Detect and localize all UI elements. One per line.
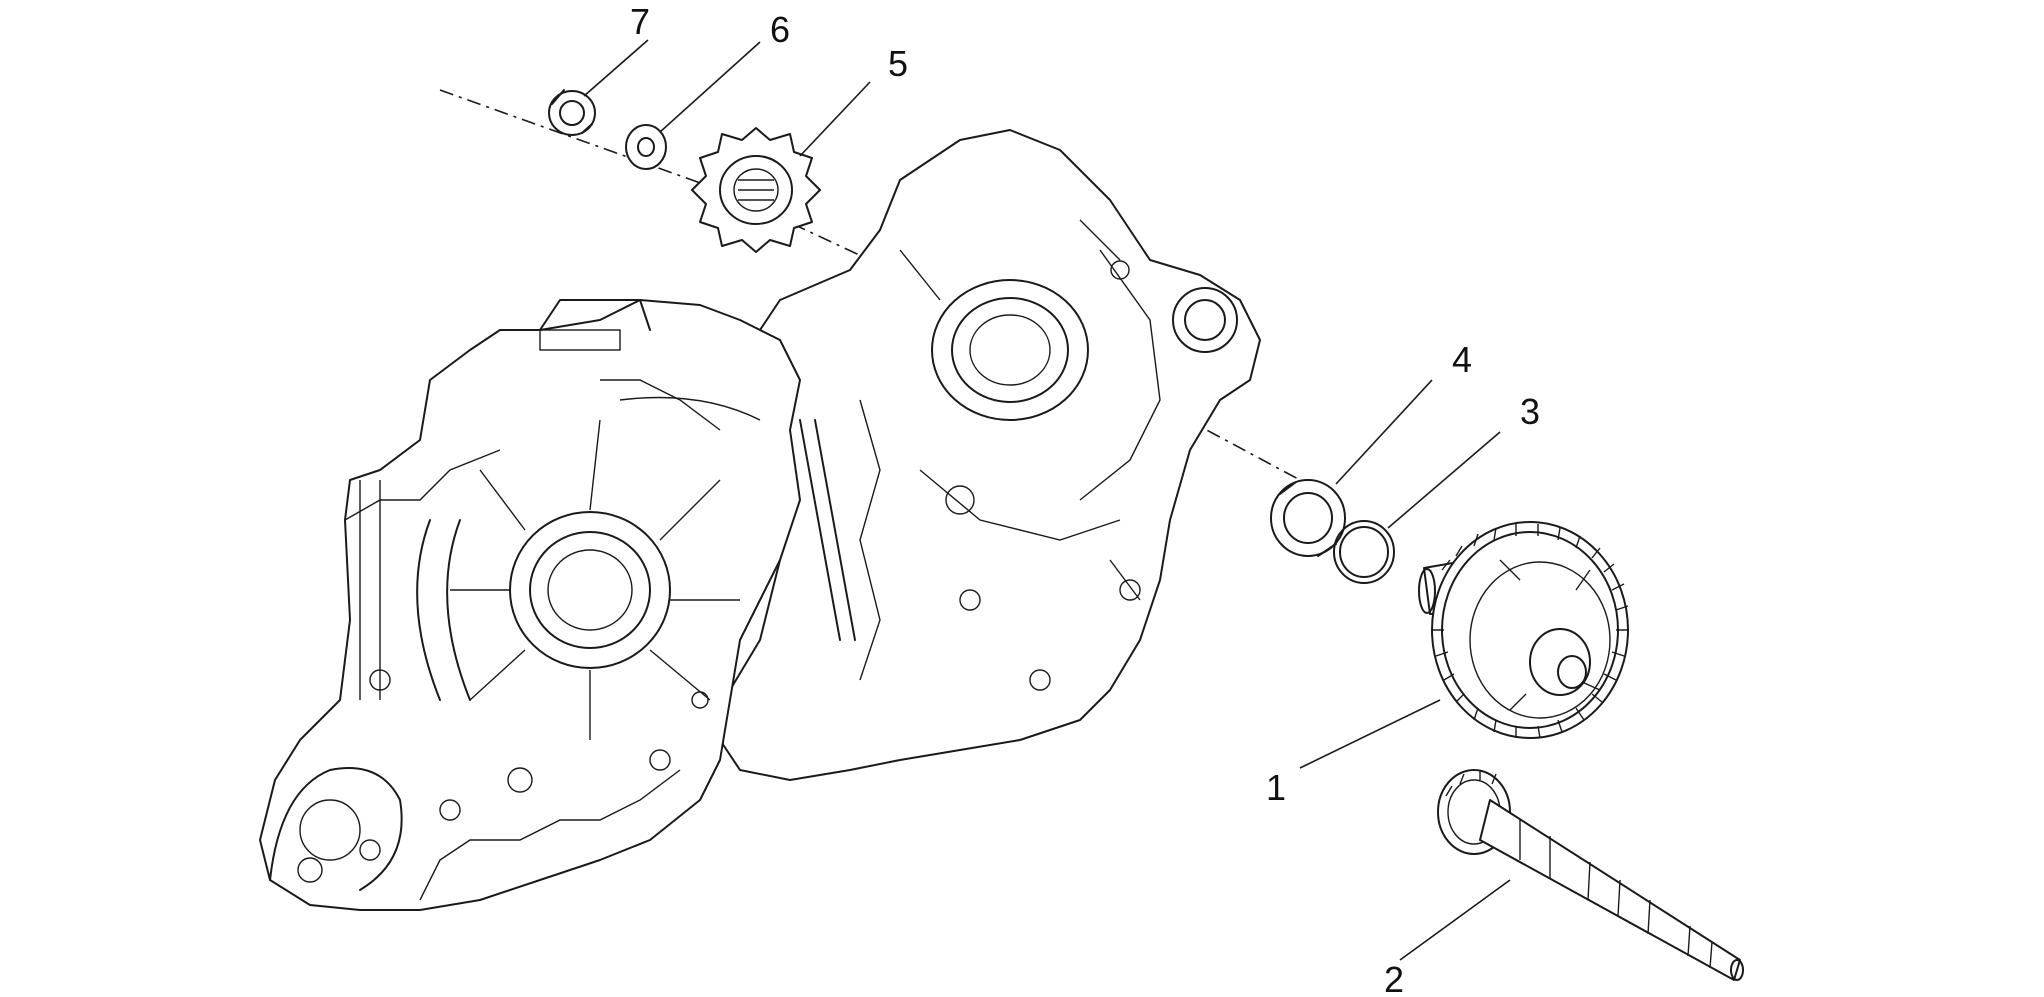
- leader-3: [1387, 431, 1501, 529]
- callout-labels: 7 6 5 4 3 1 2: [630, 1, 1540, 997]
- leader-2: [1399, 879, 1511, 961]
- callout-1: 1: [1266, 767, 1286, 808]
- callout-7: 7: [630, 1, 650, 42]
- part-6-washer: [625, 124, 667, 170]
- leader-4: [1335, 379, 1433, 485]
- part-5-sprocket: [691, 127, 821, 253]
- leader-5: [799, 81, 871, 157]
- part-4-oil-seal: [1270, 479, 1346, 557]
- leader-1: [1299, 699, 1441, 769]
- part-3-o-ring: [1333, 520, 1395, 584]
- leader-7: [583, 39, 649, 97]
- leader-lines: [583, 39, 1511, 961]
- callout-2: 2: [1384, 959, 1404, 997]
- part-1-driven-gear: [1418, 521, 1629, 739]
- part-2-primary-shaft: [1437, 769, 1744, 981]
- crankcase-housing: [259, 129, 1261, 911]
- callout-3: 3: [1520, 391, 1540, 432]
- callout-5: 5: [888, 43, 908, 84]
- leader-6: [659, 41, 761, 133]
- callout-6: 6: [770, 9, 790, 50]
- part-7-bearing: [548, 89, 596, 136]
- callout-4: 4: [1452, 339, 1472, 380]
